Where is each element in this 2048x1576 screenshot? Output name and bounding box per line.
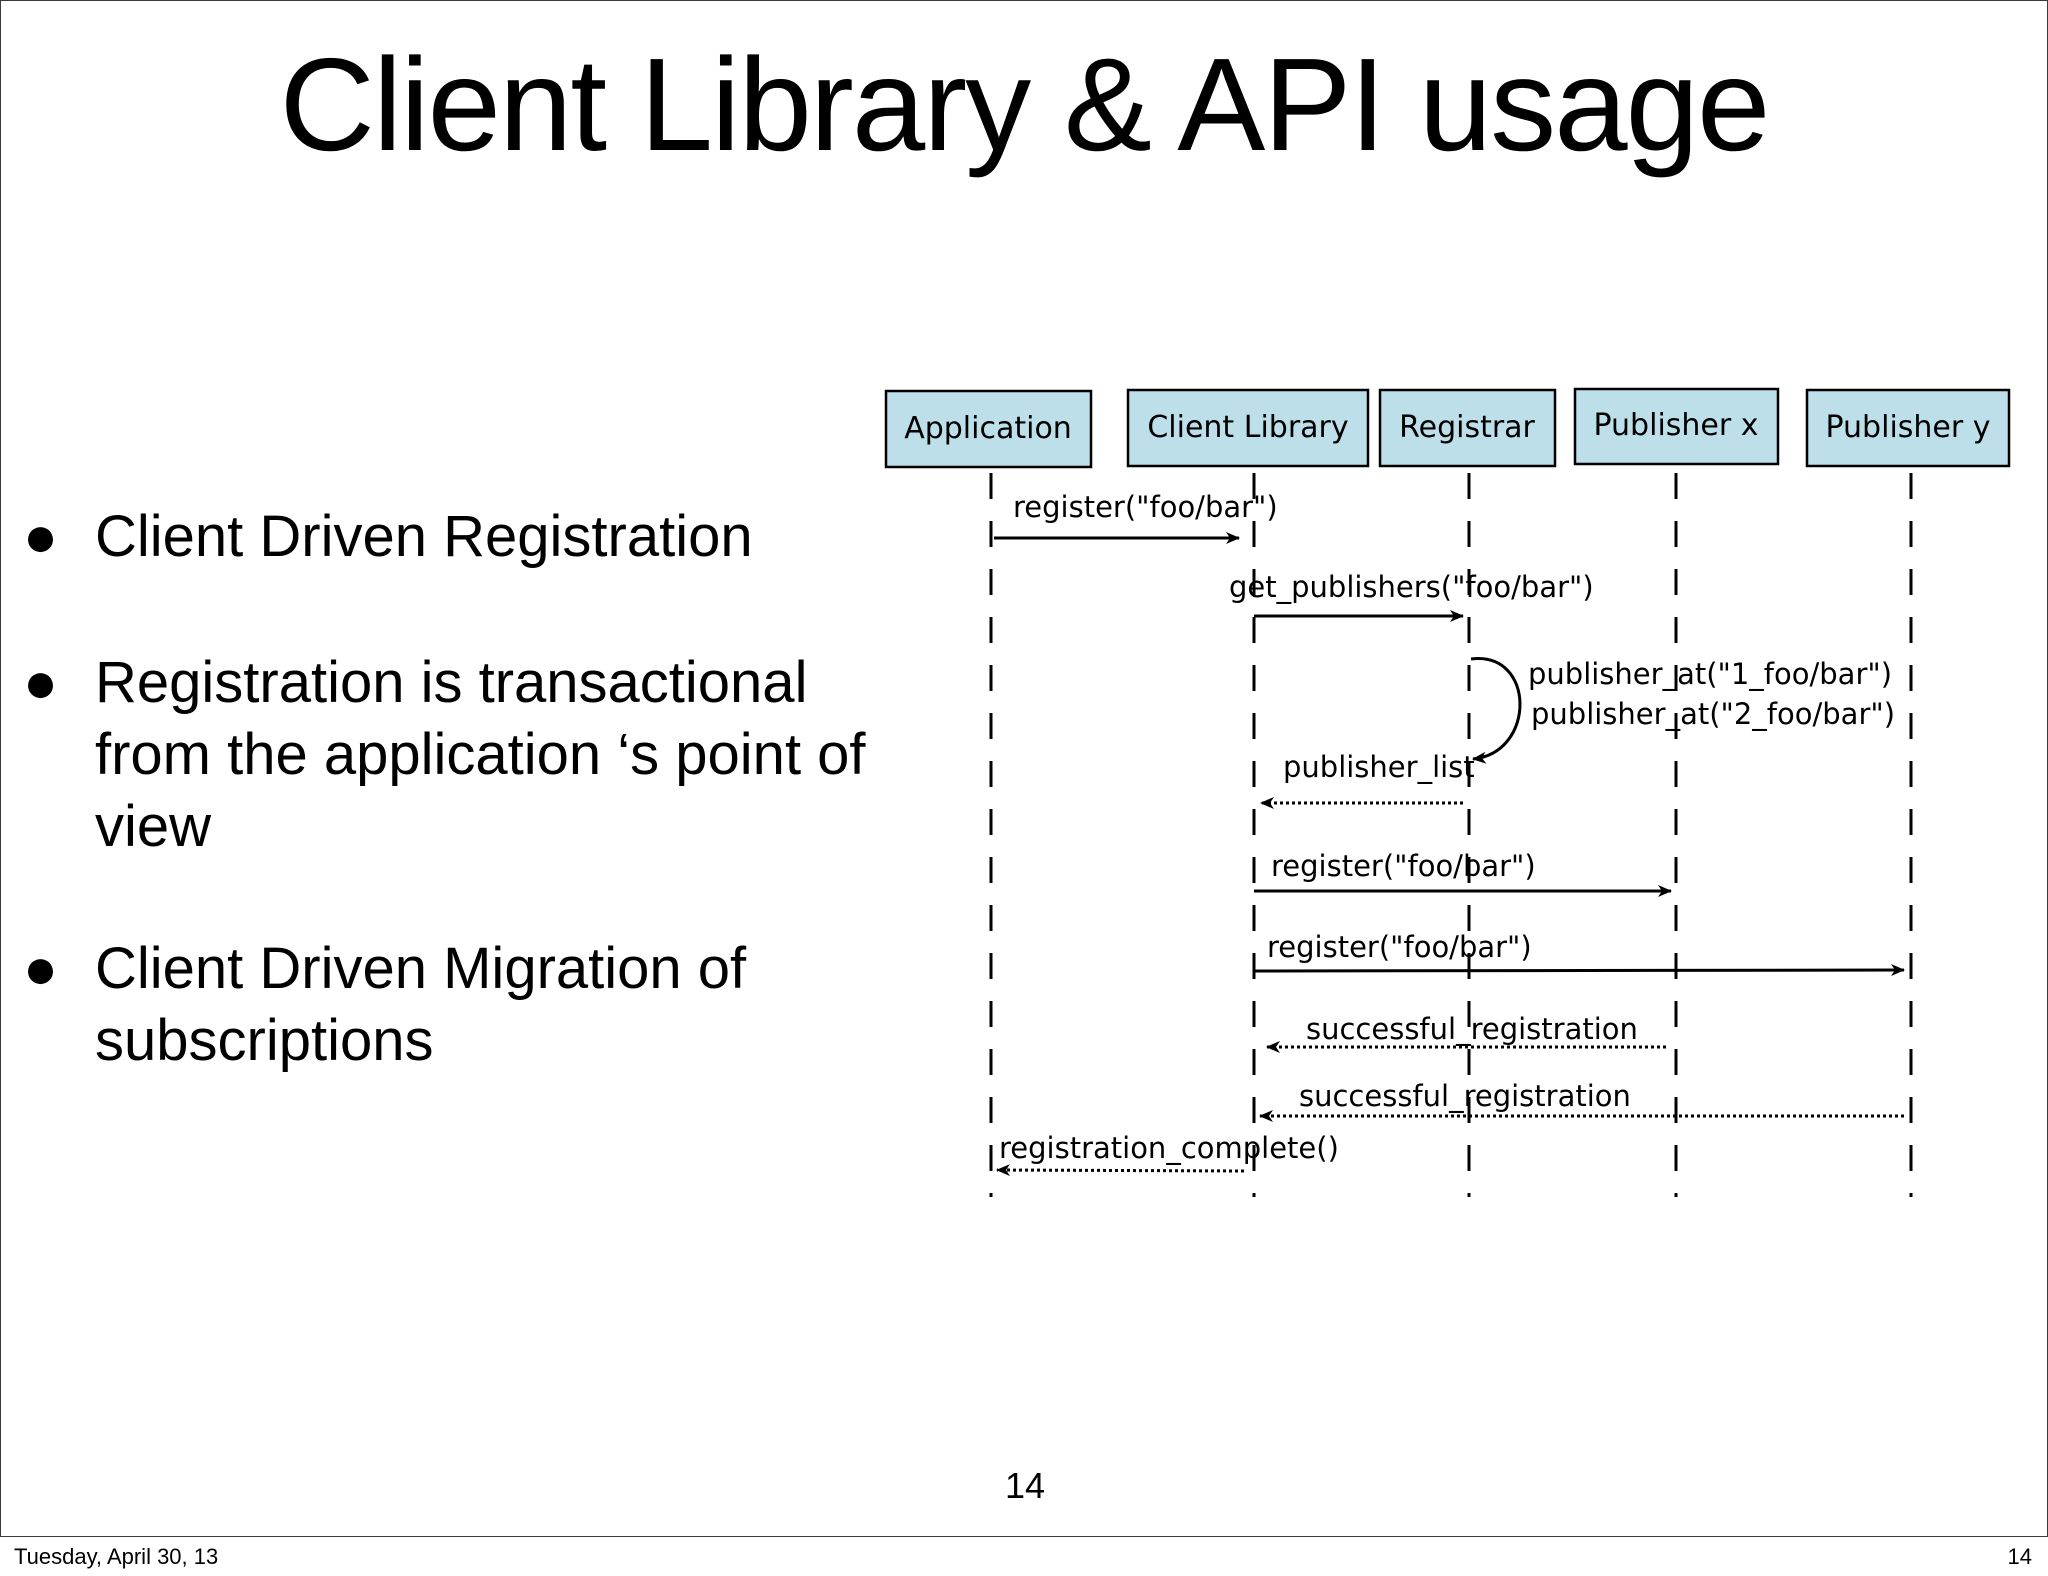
message-label: successful_registration (1306, 1012, 1638, 1046)
message-label: get_publishers("foo/bar") (1229, 570, 1594, 604)
slide-page-number: 14 (1005, 1465, 1046, 1506)
bullet-item: ● Client Driven Registration (17, 501, 877, 573)
participant-label: Application (904, 411, 1072, 446)
participant-publisher-y: Publisher y (1805, 388, 2011, 468)
bullet-text: Client Driven Migration of subscriptions (95, 936, 747, 1073)
bullet-item: ● Client Driven Migration of subscriptio… (17, 933, 877, 1077)
message-label: register("foo/bar") (1013, 490, 1278, 524)
bullet-list: ● Client Driven Registration ● Registrat… (17, 501, 877, 1077)
self-call-arrow (1470, 657, 1522, 764)
message-arrow (1253, 964, 1905, 977)
bullet-text: Registration is transactional from the a… (95, 650, 866, 859)
participant-registrar: Registrar (1378, 388, 1557, 468)
participant-label: Publisher x (1593, 408, 1758, 443)
footer-page-number: 14 (2007, 1544, 2032, 1569)
participant-application: Application (884, 389, 1093, 469)
slide-title: Client Library & API usage (279, 31, 1771, 178)
slide: Client Library & API usage ● Client Driv… (0, 0, 2048, 1537)
footer-date: Tuesday, April 30, 13 (14, 1544, 219, 1569)
message-label: registration_complete() (999, 1131, 1339, 1165)
bullet-text: Client Driven Registration (95, 504, 753, 569)
participant-label: Client Library (1147, 410, 1348, 445)
participant-label: Registrar (1399, 410, 1535, 445)
participant-publisher-x: Publisher x (1573, 387, 1780, 466)
participant-label: Publisher y (1825, 410, 1990, 445)
message-label: publisher_list (1283, 750, 1475, 784)
message-label: register("foo/bar") (1271, 849, 1536, 883)
bullet-icon: ● (23, 504, 59, 569)
bullet-icon: ● (23, 650, 59, 715)
message-label: register("foo/bar") (1267, 930, 1532, 964)
message-arrow (996, 1164, 1245, 1177)
bullet-icon: ● (23, 936, 59, 1001)
message-label: publisher_at("2_foo/bar") (1531, 697, 1895, 731)
participant-client-library: Client Library (1126, 388, 1370, 468)
bullet-item: ● Registration is transactional from the… (17, 647, 877, 863)
message-label: successful_registration (1299, 1079, 1631, 1113)
message-label: publisher_at("1_foo/bar") (1528, 657, 1892, 691)
sequence-diagram: Application Client Library Registrar Pub… (884, 387, 2011, 1197)
